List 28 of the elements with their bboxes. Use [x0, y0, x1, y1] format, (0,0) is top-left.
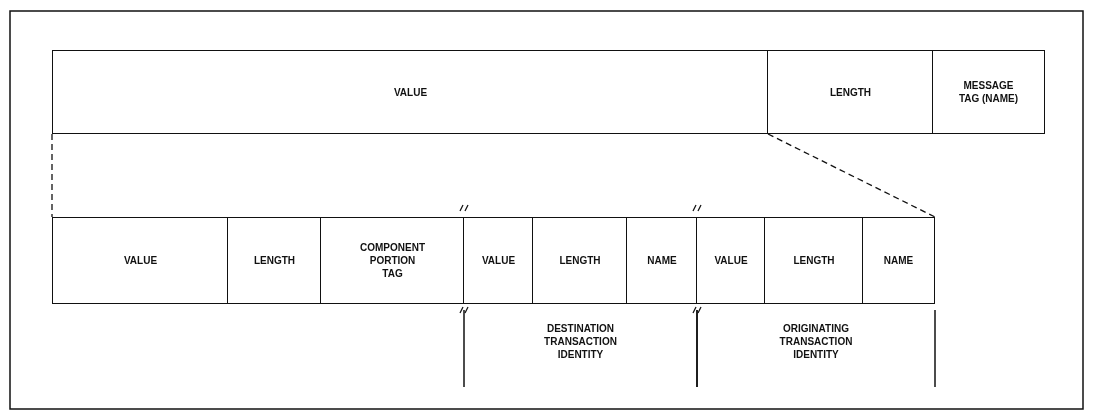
group-label: ORIGINATING TRANSACTION IDENTITY — [778, 322, 854, 361]
field-cell — [764, 217, 864, 304]
field-cell — [52, 217, 229, 304]
field-cell — [463, 217, 534, 304]
field-cell — [320, 217, 465, 304]
field-cell — [696, 217, 766, 304]
field-label: MESSAGE TAG (NAME) — [957, 79, 1020, 105]
field-cell — [227, 217, 322, 304]
field-label: LENGTH — [793, 254, 835, 267]
group-label: DESTINATION TRANSACTION IDENTITY — [543, 322, 618, 361]
field-label: VALUE — [481, 254, 516, 267]
field-cell — [932, 50, 1045, 134]
field-label: LENGTH — [253, 254, 296, 267]
field-cell — [626, 217, 698, 304]
field-cell — [52, 50, 769, 134]
field-label: LENGTH — [559, 254, 601, 267]
expansion-line — [767, 133, 936, 218]
field-label: COMPONENT PORTION TAG — [359, 241, 426, 280]
field-label: NAME — [883, 254, 914, 267]
field-cell — [532, 217, 628, 304]
field-cell — [862, 217, 935, 304]
field-cell — [767, 50, 934, 134]
expansion-line — [51, 133, 53, 218]
field-label: LENGTH — [829, 85, 872, 99]
field-label: VALUE — [714, 254, 748, 267]
field-label: NAME — [647, 254, 677, 267]
field-label: VALUE — [123, 254, 158, 267]
field-label: VALUE — [393, 85, 428, 99]
